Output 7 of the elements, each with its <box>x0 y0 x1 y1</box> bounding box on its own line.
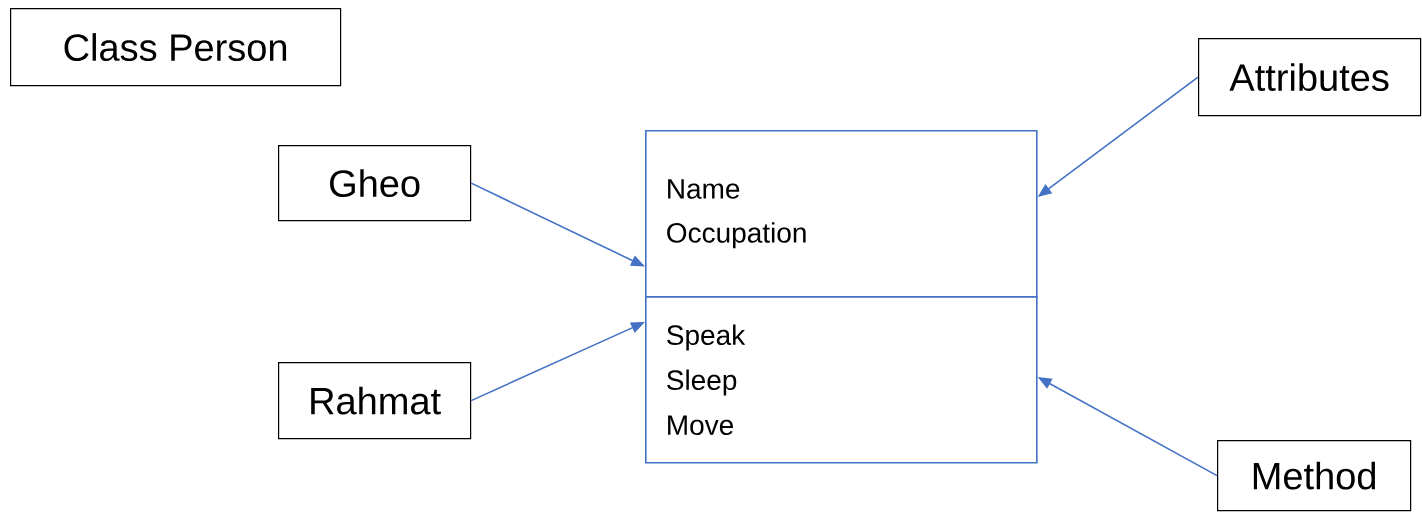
class-compartment: Speak Sleep Move <box>645 296 1038 464</box>
label-box: Gheo <box>278 145 472 222</box>
class-compartment: Name Occupation <box>645 130 1038 298</box>
label-box: Rahmat <box>278 362 472 440</box>
label-box: Method <box>1217 440 1412 512</box>
label-box: Class Person <box>10 8 342 87</box>
label-box: Attributes <box>1198 38 1422 117</box>
